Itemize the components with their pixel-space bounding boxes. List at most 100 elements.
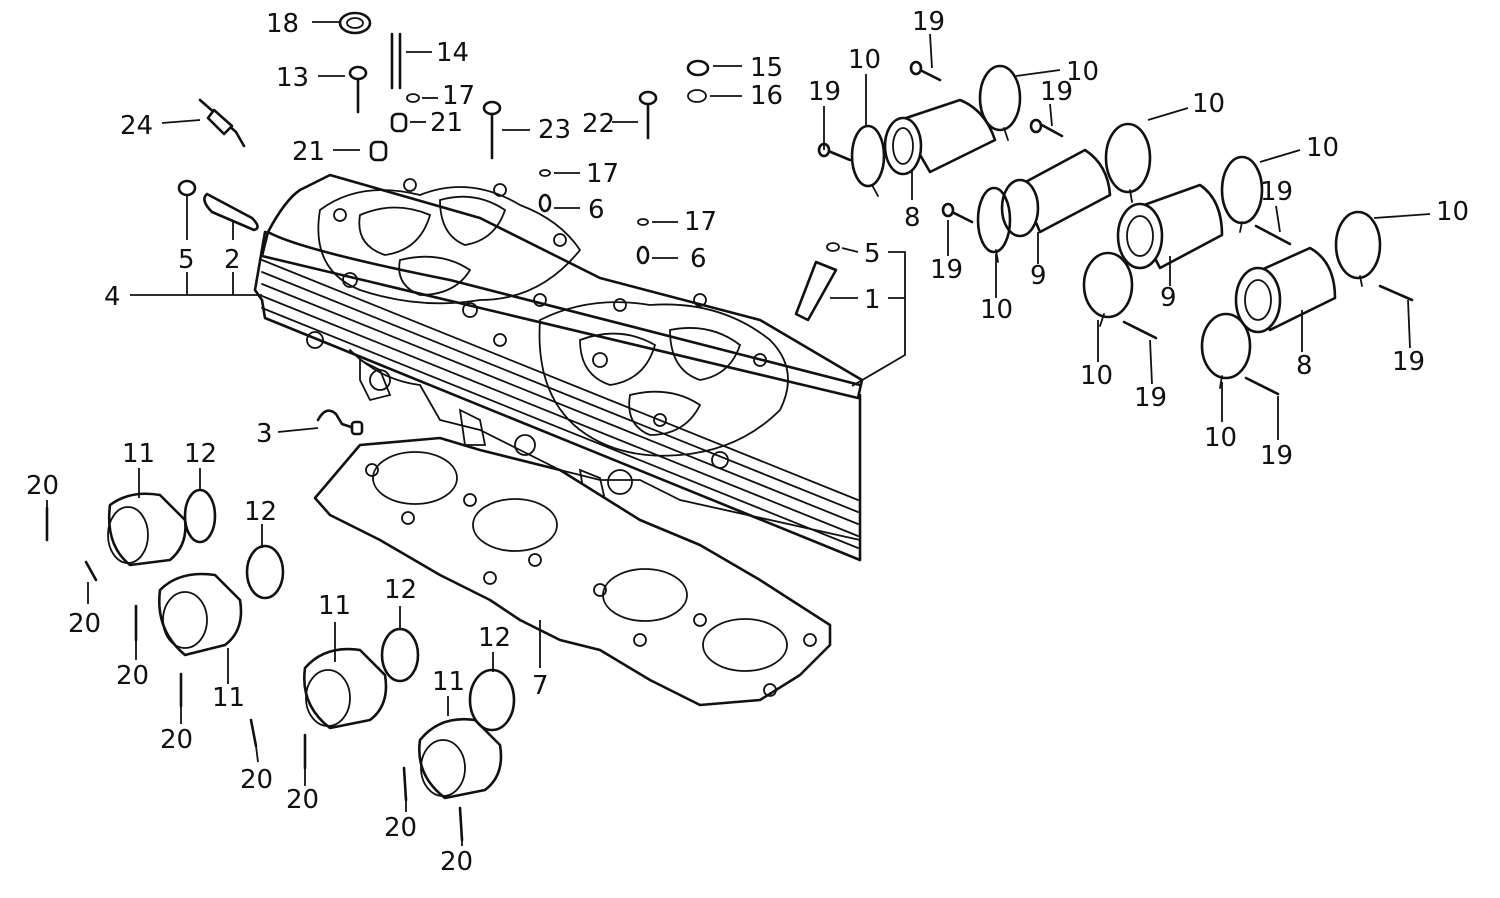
part-14-stud — [390, 32, 402, 90]
label-12-a: 12 — [184, 439, 217, 469]
label-20-f: 20 — [286, 785, 319, 815]
bolt-20-e — [249, 718, 258, 748]
exhaust-flange-11-b — [158, 572, 243, 657]
label-12-d: 12 — [478, 623, 511, 653]
part-17-oring-a — [406, 93, 420, 103]
part-16-washer — [687, 89, 707, 103]
screw-19-c — [1029, 118, 1064, 138]
label-11-d: 11 — [432, 667, 465, 697]
label-17-b: 17 — [586, 159, 619, 189]
clamp-10-d — [976, 186, 1012, 263]
label-9-b: 9 — [1160, 283, 1177, 313]
part-22-bolt — [638, 90, 658, 140]
intake-tube-8-upper — [883, 98, 997, 176]
label-13: 13 — [276, 63, 309, 93]
cylinder-head — [253, 173, 864, 562]
label-17-a: 17 — [442, 81, 475, 111]
part-5-oring-a — [177, 179, 197, 197]
label-19-d: 19 — [1260, 177, 1293, 207]
screw-19-a — [909, 60, 942, 82]
screw-19-d — [941, 202, 974, 224]
label-4: 4 — [104, 282, 121, 312]
part-6-plug-a — [538, 193, 552, 213]
part-17-oring-c — [637, 218, 649, 226]
gasket-12-c — [380, 627, 420, 683]
screw-19-f — [1122, 320, 1158, 340]
bolt-20-h — [458, 806, 464, 842]
label-1: 1 — [864, 285, 881, 315]
part-17-oring-b — [539, 169, 551, 177]
label-10-a: 10 — [848, 45, 881, 75]
part-24-spark-plug — [198, 98, 246, 148]
label-20-a: 20 — [26, 471, 59, 501]
clamp-10-h — [1200, 312, 1252, 389]
label-16: 16 — [750, 81, 783, 111]
part-13-bolt — [348, 65, 368, 114]
part-5-oring-b — [826, 242, 840, 252]
label-19-e: 19 — [930, 255, 963, 285]
label-5-a: 5 — [178, 245, 195, 275]
intake-tube-8-lower — [1234, 246, 1337, 334]
label-10-f: 10 — [980, 295, 1013, 325]
exhaust-flange-11-c — [303, 647, 388, 730]
intake-tube-9-lower — [1116, 183, 1224, 270]
screw-19-h — [1244, 376, 1280, 396]
part-15-nut — [686, 59, 710, 77]
gasket-12-d — [468, 668, 516, 732]
label-22: 22 — [582, 109, 615, 139]
label-2: 2 — [224, 245, 241, 275]
part-23-bolt — [482, 100, 502, 160]
label-10-c: 10 — [1192, 89, 1225, 119]
label-20-g: 20 — [384, 813, 417, 843]
label-20-d: 20 — [160, 725, 193, 755]
label-23: 23 — [538, 115, 571, 145]
clamp-10-b — [978, 64, 1022, 141]
label-14: 14 — [436, 38, 469, 68]
label-19-g: 19 — [1134, 383, 1167, 413]
exhaust-flange-11-d — [418, 717, 503, 800]
label-19-b: 19 — [808, 77, 841, 107]
label-19-h: 19 — [1260, 441, 1293, 471]
clamp-10-e — [1220, 155, 1264, 233]
label-20-c: 20 — [116, 661, 149, 691]
label-8-b: 8 — [1296, 351, 1313, 381]
label-10-h: 10 — [1204, 423, 1237, 453]
bolt-20-g — [402, 766, 408, 802]
label-8-a: 8 — [904, 203, 921, 233]
part-labels: 18 14 13 17 21 24 23 22 15 16 21 17 6 17… — [26, 7, 1469, 877]
clamp-10-f — [1082, 251, 1134, 327]
gasket-12-b — [245, 544, 285, 600]
label-10-e: 10 — [1436, 197, 1469, 227]
intake-tube-9-upper — [1000, 148, 1112, 238]
part-2-guide — [203, 192, 259, 232]
part-3-union — [316, 409, 364, 436]
label-10-g: 10 — [1080, 361, 1113, 391]
label-9-a: 9 — [1030, 261, 1047, 291]
label-5-b: 5 — [864, 239, 881, 269]
clamp-10-c — [1104, 122, 1152, 203]
label-18: 18 — [266, 9, 299, 39]
label-11-c: 11 — [318, 591, 351, 621]
label-21-a: 21 — [430, 108, 463, 138]
label-12-b: 12 — [244, 497, 277, 527]
part-1-guide — [794, 260, 838, 322]
part-6-plug-b — [636, 245, 650, 265]
part-21-dowel-b — [369, 140, 388, 162]
head-gasket — [313, 436, 832, 707]
label-6-b: 6 — [690, 244, 707, 274]
clamp-10-g — [1334, 210, 1382, 287]
label-17-c: 17 — [684, 207, 717, 237]
label-11-a: 11 — [122, 439, 155, 469]
label-7: 7 — [532, 671, 549, 701]
label-19-f: 19 — [1392, 347, 1425, 377]
label-10-d: 10 — [1306, 133, 1339, 163]
label-3: 3 — [256, 419, 273, 449]
screw-19-g — [1378, 284, 1414, 302]
gasket-12-a — [183, 488, 217, 544]
part-21-dowel-a — [390, 112, 408, 133]
label-20-e: 20 — [240, 765, 273, 795]
screw-19-e — [1254, 224, 1292, 246]
label-10-b: 10 — [1066, 57, 1099, 87]
label-12-c: 12 — [384, 575, 417, 605]
